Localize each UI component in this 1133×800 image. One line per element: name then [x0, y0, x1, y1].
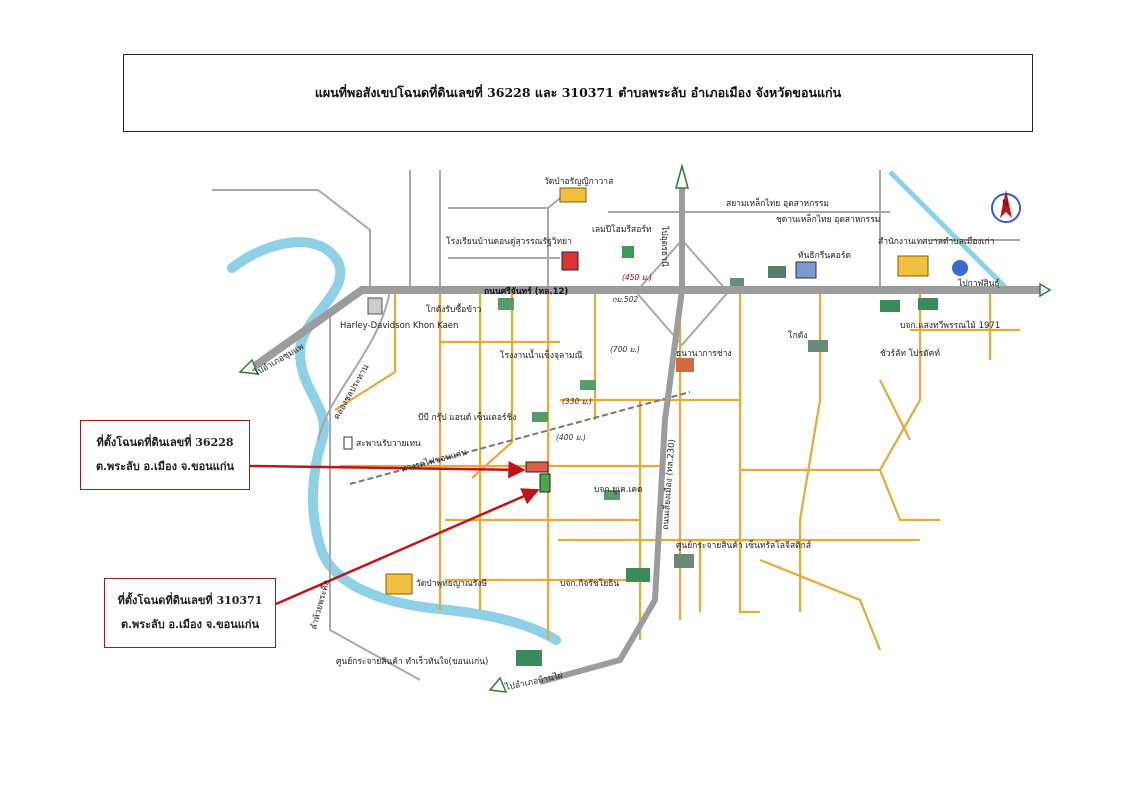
- arrow-to-udon: [675, 163, 689, 189]
- arrow-to-kalasin: [1039, 282, 1052, 298]
- canal-right: [888, 170, 1012, 294]
- arrow-to-chumphae: [238, 358, 260, 375]
- label-company-uk: บจก.ยูเค.เคด: [594, 485, 643, 495]
- callout-36228: ที่ตั้งโฉนดที่ดินเลขที่ 36228 ต.พระลับ อ…: [80, 420, 250, 490]
- label-river: ลำห้วยพระคือ: [308, 579, 332, 631]
- label-steel1: สยามเหล็กไทย อุตสาหกรรม: [726, 197, 829, 209]
- grey-roads: [212, 170, 1020, 681]
- label-to-udon: ไปอุดรธานี: [659, 225, 670, 267]
- distance-330: (330 ม.): [562, 397, 592, 406]
- label-bb-group: บีบี กรุ๊ป แอนด์ เซ็นเตอร์ชิ่ง: [418, 411, 516, 423]
- callout-310371: ที่ตั้งโฉนดที่ดินเลขที่ 310371 ต.พระลับ …: [104, 578, 276, 648]
- map-title-box: แผนที่พอสังเขปโฉนดที่ดินเลขที่ 36228 และ…: [123, 54, 1033, 132]
- label-to-banphai: ไปอำเภอบ้านไผ่: [503, 670, 563, 693]
- label-railway: ทางรถไฟขอนแก่น: [400, 447, 468, 475]
- callout-36228-line1: ที่ตั้งโฉนดที่ดินเลขที่ 36228: [96, 436, 234, 449]
- parcel-310371: [539, 473, 551, 493]
- label-roadside-bridge: สะพานรับวายเทน: [356, 439, 421, 449]
- label-central-logistics: ศูนย์กระจายสินค้า เซ็นทรัลโลจิสติกส์: [676, 539, 812, 551]
- building-icons: [343, 187, 968, 666]
- label-ice-factory: โรงงานน้ำแข็งจุลามณี: [500, 349, 583, 361]
- label-logistic: ชัวร์ลัท โปรดัคท์: [880, 348, 940, 359]
- label-school: โรงเรียนบ้านดอนดู่สุวรรณรัฐวิทยา: [446, 236, 572, 247]
- label-temple-bottom: วัดป่าพุทธญาณรังษี: [416, 578, 487, 589]
- callout-36228-line2: ต.พระลับ อ.เมือง จ.ขอนแก่น: [95, 460, 235, 473]
- callout-310371-line2: ต.พระลับ อ.เมือง จ.ขอนแก่น: [120, 618, 260, 631]
- distance-400: (400 ม.): [556, 433, 586, 442]
- label-thanachart: ทันธิกรีนคอร์ด: [798, 250, 851, 261]
- label-nakhon-1971: บจก.แสงทวีพรรณไม้ 1971: [900, 320, 1000, 331]
- label-temple-top: วัดป่าอรัญญิกาวาส: [544, 177, 614, 187]
- north-compass: N: [991, 190, 1021, 223]
- label-office: สำนักงานเทศบาลตำบลเมืองเก่า: [878, 236, 994, 247]
- local-roads: [334, 292, 1020, 651]
- label-company-krirai: บจก.กิจรัชโยธิน: [560, 578, 619, 589]
- compass-n: N: [1002, 199, 1008, 209]
- highway-230: [539, 186, 685, 685]
- main-road: [252, 286, 1040, 370]
- callout-arrow-310371: [275, 488, 540, 606]
- label-rice-mill: โกดังรับซื้อข้าว: [426, 303, 482, 315]
- label-dist-center: ศูนย์กระจายสินค้า ทำเร็วทันใจ(ขอนแก่น): [336, 655, 488, 667]
- distance-450: (450 ม.): [622, 273, 652, 282]
- callout-arrow-36228: [249, 461, 526, 479]
- arrow-to-banphai: [488, 676, 508, 693]
- river: [227, 237, 561, 645]
- label-harley: Harley-Davidson Khon Kaen: [340, 321, 458, 331]
- label-main-road: ถนนศรีจันทร์ (ทล.12): [484, 286, 568, 297]
- callout-310371-line1: ที่ตั้งโฉนดที่ดินเลขที่ 310371: [117, 594, 263, 607]
- distance-700: (700 ม.): [610, 345, 640, 354]
- label-warehouse: โกดัง: [788, 330, 807, 341]
- label-transport: ธนานาการช่าง: [676, 349, 732, 359]
- parcel-36228: [525, 461, 549, 473]
- label-steel2: ชุดานเหล็กไทย อุตสาหกรรม: [776, 213, 880, 225]
- map-title: แผนที่พอสังเขปโฉนดที่ดินเลขที่ 36228 และ…: [314, 85, 842, 100]
- label-resort: เลมปีโฮมรีสอร์ท: [592, 224, 652, 235]
- label-km: กม.502: [612, 295, 638, 304]
- label-to-kalasin: ไปกาฬสินธุ์: [957, 278, 1000, 289]
